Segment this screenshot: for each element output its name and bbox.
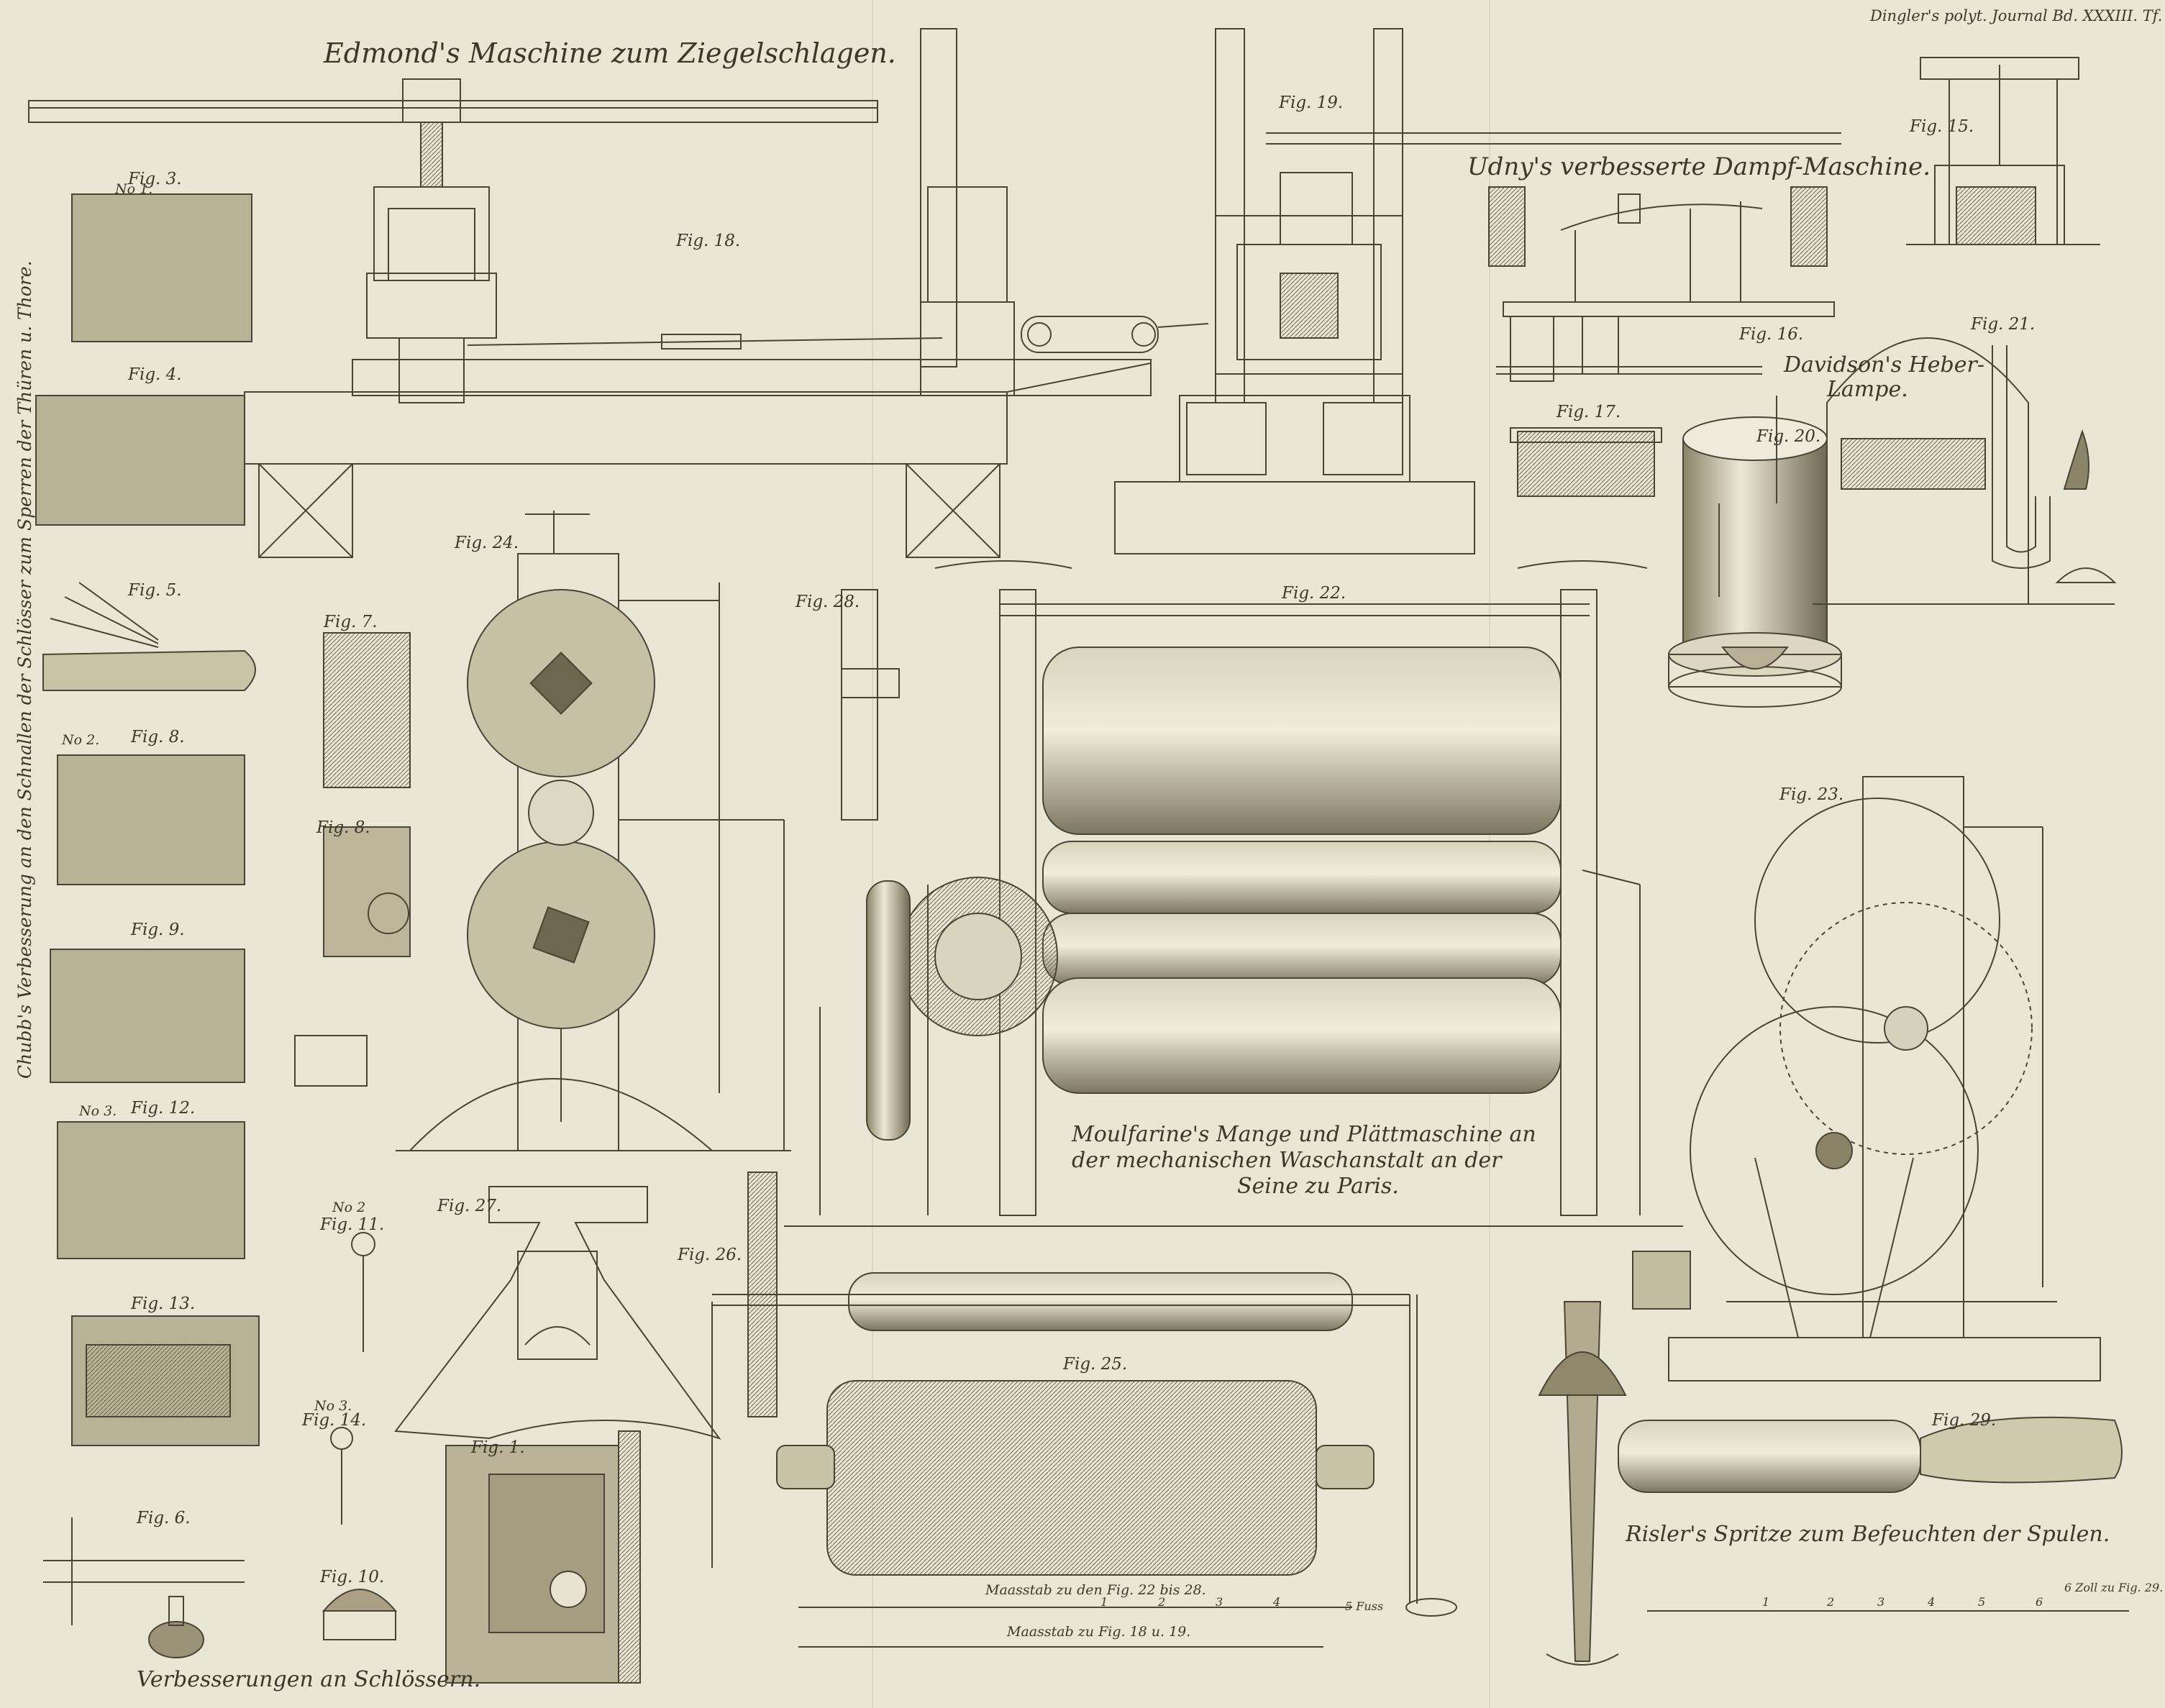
fig17-box bbox=[1510, 427, 1662, 497]
title-mangle-2: der mechanischen Waschanstalt an der bbox=[1072, 1148, 1502, 1173]
scale3-tick-2: 2 bbox=[1827, 1595, 1835, 1609]
fig6-latch bbox=[43, 1517, 245, 1658]
title-risler: Risler's Spritze zum Befeuchten der Spul… bbox=[1626, 1522, 2110, 1547]
label-fig8: Fig. 8. bbox=[131, 728, 185, 746]
label-fig1: Fig. 1. bbox=[471, 1438, 525, 1457]
title-locks: Verbesserungen an Schlössern. bbox=[137, 1667, 481, 1692]
fig16-steam-engine bbox=[1488, 186, 1835, 382]
label-fig4: Fig. 4. bbox=[128, 365, 182, 384]
label-fig19: Fig. 19. bbox=[1279, 93, 1344, 112]
label-fig7: Fig. 7. bbox=[324, 613, 378, 631]
label-fig17: Fig. 17. bbox=[1556, 403, 1621, 421]
number-no2b: No 2 bbox=[332, 1200, 366, 1215]
scale1-tick-2: 2 bbox=[1158, 1595, 1166, 1609]
number-no3b: No 3. bbox=[314, 1398, 352, 1414]
label-fig12: Fig. 12. bbox=[131, 1099, 196, 1118]
fig27-bracket bbox=[394, 1186, 721, 1440]
label-fig24: Fig. 24. bbox=[455, 534, 519, 552]
scale-bars bbox=[798, 1607, 2129, 1648]
keys bbox=[294, 1035, 398, 1640]
fig20-lamp bbox=[1668, 396, 1842, 708]
scale3-tick-4: 4 bbox=[1928, 1595, 1936, 1609]
number-no2a: No 2. bbox=[62, 732, 100, 748]
label-fig26: Fig. 26. bbox=[678, 1246, 742, 1264]
label-fig22: Fig. 22. bbox=[1282, 584, 1346, 603]
scale3-tick-1: 1 bbox=[1762, 1595, 1770, 1609]
lock-plates bbox=[35, 193, 260, 1446]
scale2-label: Maasstab zu Fig. 18 u. 19. bbox=[1007, 1624, 1191, 1640]
fig28-bar bbox=[841, 589, 900, 821]
label-fig25: Fig. 25. bbox=[1063, 1355, 1128, 1374]
fig18-brick-machine bbox=[28, 28, 1209, 558]
title-mangle-3: Seine zu Paris. bbox=[1237, 1174, 1399, 1199]
title-chubb-vertical: Chubb's Verbesserung an den Schnallen de… bbox=[14, 260, 35, 1079]
fig1-lock-box bbox=[445, 1430, 641, 1684]
label-fig13: Fig. 13. bbox=[131, 1294, 196, 1313]
title-udny: Udny's verbesserte Dampf-Maschine. bbox=[1467, 152, 1931, 181]
scale3-tick-3: 3 bbox=[1877, 1595, 1885, 1609]
scale1-end: 5 Fuss bbox=[1345, 1599, 1384, 1613]
fig23-mangle-gears bbox=[1632, 776, 2101, 1382]
fig7-fig8-latches bbox=[323, 632, 411, 957]
fig22-mangle-front bbox=[784, 560, 1683, 1227]
scale1-tick-4: 4 bbox=[1273, 1595, 1281, 1609]
label-fig28: Fig. 28. bbox=[796, 593, 860, 611]
title-davidson-1: Davidson's Heber- bbox=[1784, 352, 1984, 378]
title-edmond: Edmond's Maschine zum Ziegelschlagen. bbox=[324, 37, 896, 69]
label-fig6: Fig. 6. bbox=[137, 1509, 191, 1527]
fig26-roller-assembly bbox=[711, 1172, 1457, 1617]
title-davidson-2: Lampe. bbox=[1827, 377, 1908, 402]
fig19-press-frame bbox=[1114, 28, 1841, 554]
label-fig21: Fig. 21. bbox=[1971, 315, 2036, 334]
scale1-label: Maasstab zu den Fig. 22 bis 28. bbox=[985, 1582, 1206, 1598]
scale3-end: 6 Zoll zu Fig. 29. bbox=[2064, 1581, 2164, 1594]
scale3-tick-6: 6 bbox=[2036, 1595, 2043, 1609]
fig29-syringe bbox=[1538, 1301, 2123, 1666]
label-fig14: Fig. 14. bbox=[302, 1411, 367, 1430]
label-fig27: Fig. 27. bbox=[437, 1197, 502, 1215]
label-fig20: Fig. 20. bbox=[1756, 427, 1821, 446]
scale3-tick-5: 5 bbox=[1978, 1595, 1986, 1609]
number-no1: No 1. bbox=[115, 181, 153, 197]
label-fig8b: Fig. 8. bbox=[316, 818, 370, 837]
label-fig9: Fig. 9. bbox=[131, 921, 185, 939]
number-no3a: No 3. bbox=[79, 1103, 117, 1119]
label-fig15: Fig. 15. bbox=[1910, 117, 1974, 136]
fold-line-left bbox=[872, 0, 873, 1708]
fig25-roller bbox=[776, 1380, 1375, 1576]
fig24-mangle-side bbox=[396, 511, 791, 1151]
label-fig23: Fig. 23. bbox=[1779, 785, 1844, 804]
fig15-cylinder-apparatus bbox=[1906, 57, 2100, 245]
label-fig10: Fig. 10. bbox=[320, 1568, 385, 1586]
fig21-siphon-lamp bbox=[1813, 337, 2117, 605]
label-fig3: Fig. 3. bbox=[128, 170, 182, 188]
label-fig29: Fig. 29. bbox=[1932, 1411, 1997, 1430]
label-fig11: Fig. 11. bbox=[320, 1215, 385, 1234]
label-fig16: Fig. 16. bbox=[1739, 325, 1804, 344]
title-mangle-1: Moulfarine's Mange und Plättmaschine an bbox=[1072, 1122, 1536, 1147]
label-fig5: Fig. 5. bbox=[128, 581, 182, 600]
scale1-tick-1: 1 bbox=[1100, 1595, 1108, 1609]
fig5-fan-plates bbox=[42, 582, 256, 691]
label-fig18: Fig. 18. bbox=[676, 232, 741, 250]
journal-header: Dingler's polyt. Journal Bd. XXXIII. Tf.… bbox=[1870, 7, 2165, 24]
scale1-tick-3: 3 bbox=[1216, 1595, 1223, 1609]
